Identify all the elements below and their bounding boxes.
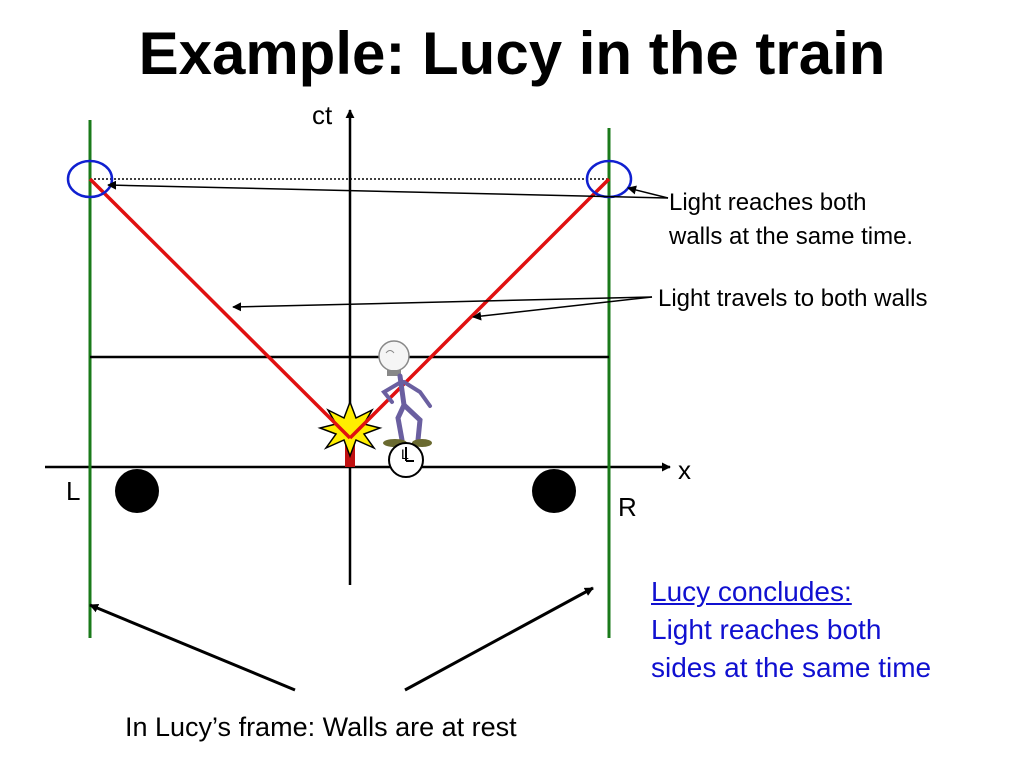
arrow-to-right-ray <box>472 296 653 321</box>
annotation-same-time-line2: walls at the same time. <box>669 223 914 250</box>
left-event-circle <box>66 159 114 199</box>
arrow-to-left-ray <box>232 296 653 312</box>
left-wheel <box>115 469 159 513</box>
arrow-to-left-event <box>107 180 669 199</box>
conclusion-block: Lucy concludes: Light reaches both sides… <box>651 573 931 687</box>
arrow-to-right-event <box>627 185 669 199</box>
left-wall-label: L <box>66 476 81 506</box>
clock-icon <box>388 442 424 478</box>
x-axis-label: x <box>678 455 691 485</box>
flash-burst-icon <box>317 399 383 459</box>
right-wall-label: R <box>618 492 637 522</box>
light-ray-left <box>88 177 352 440</box>
arrow-to-right-wall <box>404 586 594 692</box>
light-ray-right <box>348 177 611 440</box>
right-wheel <box>532 469 576 513</box>
ct-axis-label: ct <box>312 100 333 130</box>
slide-title: Example: Lucy in the train <box>138 20 886 87</box>
conclusion-line2: sides at the same time <box>651 652 932 683</box>
annotation-same-time-line1: Light reaches both <box>669 189 867 216</box>
annotation-travels: Light travels to both walls <box>658 285 928 312</box>
conclusion-heading: Lucy concludes: <box>651 576 852 607</box>
stick-figure-lucy-icon <box>378 340 432 447</box>
conclusion-line1: Light reaches both <box>651 614 882 645</box>
arrow-to-left-wall <box>89 603 296 692</box>
clock-label: L <box>401 446 409 462</box>
annotation-frame: In Lucy’s frame: Walls are at rest <box>125 712 517 742</box>
